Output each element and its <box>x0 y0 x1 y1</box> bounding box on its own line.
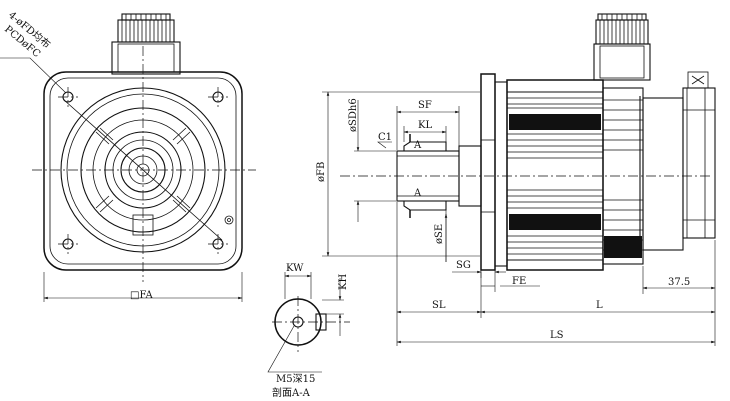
section-mark-lower: A <box>413 188 422 199</box>
kl-label: KL <box>418 120 432 131</box>
section-label: 剖面A-A <box>272 386 311 399</box>
m5-label: M5深15 <box>276 373 315 385</box>
kw-label: KW <box>286 263 304 274</box>
motor-body <box>506 79 644 271</box>
sg-label: SG <box>456 260 471 271</box>
sf-label: SF <box>418 100 432 111</box>
side-flange <box>480 73 496 271</box>
se-label: øSE <box>434 224 445 244</box>
front-connector <box>111 13 181 75</box>
c1-label: C1 <box>378 132 392 143</box>
sdh6-label: øSDh6 <box>348 98 359 132</box>
kh-label: KH <box>338 274 349 290</box>
side-view <box>322 13 716 346</box>
fb-label: øFB <box>316 162 327 182</box>
section-a-a <box>267 272 350 373</box>
mounting-holes <box>58 87 234 254</box>
fa-label: □FA <box>130 290 154 301</box>
sl-label: SL <box>432 300 446 311</box>
dim-375-label: 37.5 <box>668 277 690 288</box>
ls-label: LS <box>550 330 564 341</box>
fe-label: FE <box>512 276 526 287</box>
encoder-cap <box>642 71 716 251</box>
l-label: L <box>596 300 603 311</box>
front-view <box>0 13 256 302</box>
side-connector <box>593 13 651 81</box>
section-mark-upper: A <box>413 140 422 151</box>
